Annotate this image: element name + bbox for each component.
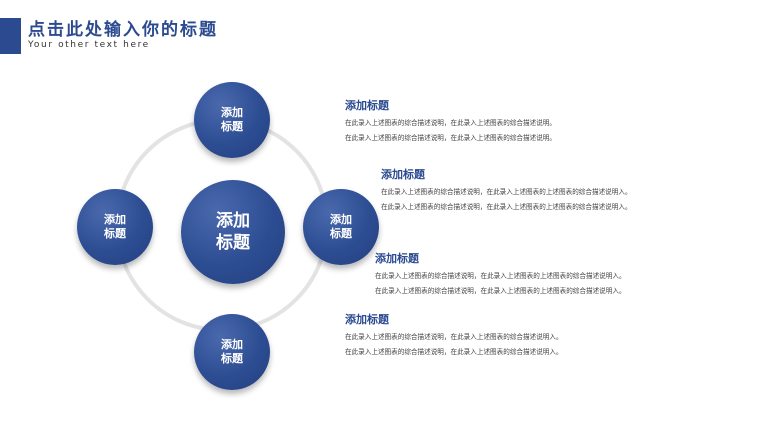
text-block-line: 在此录入上述图表的综合描述说明，在此录入上述图表的上述图表的综合描述说明入。 bbox=[375, 286, 626, 295]
node-bottom-line1: 添加 bbox=[221, 338, 243, 352]
node-left-line1: 添加 bbox=[104, 213, 126, 227]
text-block-title: 添加标题 bbox=[345, 99, 389, 112]
text-block-line: 在此录入上述图表的综合描述说明，在此录入上述图表的上述图表的综合描述说明入。 bbox=[375, 272, 626, 280]
text-block-line: 在此录入上述图表的综合描述说明，在此录入上述图表的上述图表的综合描述说明入。 bbox=[381, 202, 632, 211]
text-block-2: 添加标题 在此录入上述图表的综合描述说明，在此录入上述图表的上述图表的综合描述说… bbox=[381, 166, 632, 214]
node-right-line1: 添加 bbox=[330, 213, 352, 227]
node-right: 添加 标题 bbox=[303, 189, 379, 265]
text-block-line: 在此录入上述图表的综合描述说明，在此录入上述图表的综合描述说明。 bbox=[345, 119, 556, 127]
text-block-line: 在此录入上述图表的综合描述说明，在此录入上述图表的综合描述说明入。 bbox=[345, 333, 563, 341]
page-subtitle: Your other text here bbox=[28, 40, 150, 50]
text-block-title: 添加标题 bbox=[381, 168, 425, 181]
node-left-line2: 标题 bbox=[104, 227, 126, 240]
text-block-line: 在此录入上述图表的综合描述说明，在此录入上述图表的上述图表的综合描述说明入。 bbox=[381, 188, 632, 196]
title-accent-bar bbox=[0, 18, 21, 54]
node-top: 添加 标题 bbox=[194, 82, 270, 158]
node-center: 添加 标题 bbox=[181, 180, 285, 284]
node-center-line2: 标题 bbox=[216, 233, 250, 253]
node-bottom-line2: 标题 bbox=[221, 352, 243, 365]
node-left: 添加 标题 bbox=[77, 189, 153, 265]
text-block-line: 在此录入上述图表的综合描述说明，在此录入上述图表的综合描述说明入。 bbox=[345, 347, 563, 356]
node-top-line1: 添加 bbox=[221, 106, 243, 120]
node-bottom: 添加 标题 bbox=[194, 314, 270, 390]
page-title: 点击此处输入你的标题 bbox=[28, 20, 218, 40]
text-block-4: 添加标题 在此录入上述图表的综合描述说明，在此录入上述图表的综合描述说明入。 在… bbox=[345, 311, 563, 359]
text-block-title: 添加标题 bbox=[375, 252, 419, 265]
node-right-line2: 标题 bbox=[330, 227, 352, 240]
text-block-3: 添加标题 在此录入上述图表的综合描述说明，在此录入上述图表的上述图表的综合描述说… bbox=[375, 250, 626, 298]
text-block-title: 添加标题 bbox=[345, 313, 389, 326]
node-center-line1: 添加 bbox=[216, 210, 250, 231]
text-block-line: 在此录入上述图表的综合描述说明，在此录入上述图表的综合描述说明。 bbox=[345, 133, 556, 142]
text-block-1: 添加标题 在此录入上述图表的综合描述说明，在此录入上述图表的综合描述说明。 在此… bbox=[345, 97, 556, 145]
node-top-line2: 标题 bbox=[221, 120, 243, 133]
